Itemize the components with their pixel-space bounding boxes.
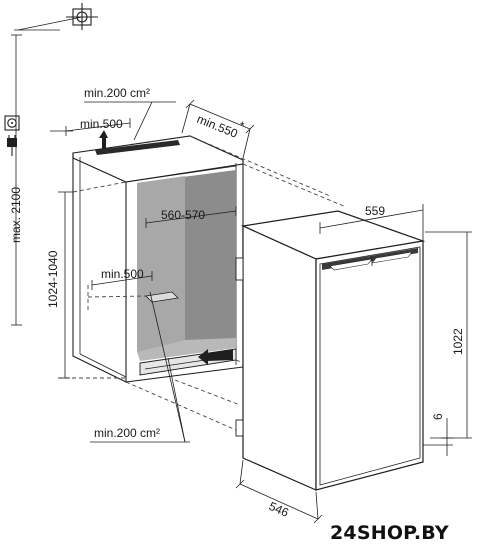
power-plug-icon <box>7 135 17 156</box>
airflow-in-arrow-icon <box>198 349 233 365</box>
inner-depth-marker <box>145 291 179 303</box>
top-vent-opening <box>95 140 180 155</box>
niche-height-label: 1024-1040 <box>46 250 60 308</box>
niche-depth-dimension-line <box>189 103 251 130</box>
fridge-appliance <box>235 210 426 491</box>
fridge-depth-dimension-line <box>239 483 319 520</box>
bottom-vent-label: min.200 cm² <box>94 426 160 440</box>
plinth-gap-label: 6 <box>431 413 445 420</box>
airflow-up-arrow-icon <box>99 130 108 149</box>
top-depth-dimension-line <box>65 122 131 132</box>
top-leader-line <box>17 16 83 31</box>
fridge-width-dimension-line <box>319 209 424 229</box>
fridge-height-label: 1022 <box>451 328 465 355</box>
fridge-width-label: 559 <box>365 204 385 218</box>
niche-interior-left-wall <box>137 176 185 352</box>
inner-depth-label: min.500 <box>101 267 144 281</box>
inner-depth-dimension-line <box>91 275 153 286</box>
crosshair-square-icon <box>66 3 98 30</box>
power-socket-icon <box>4 115 20 131</box>
niche-depth-label: min.550 <box>195 112 240 141</box>
top-vent-label: min.200 cm² <box>84 86 150 100</box>
niche-width-dimension-line <box>145 210 237 224</box>
niche-width-label: 560-570 <box>161 208 205 222</box>
fridge-depth-label: 546 <box>267 499 291 520</box>
shop-watermark: 24SHOP.BY <box>330 522 449 544</box>
niche-depth-asterisk: * <box>240 119 245 133</box>
niche-interior-floor <box>137 338 236 361</box>
top-depth-label: min.500 <box>80 117 123 131</box>
max-height-label: max. 2100 <box>9 187 23 243</box>
